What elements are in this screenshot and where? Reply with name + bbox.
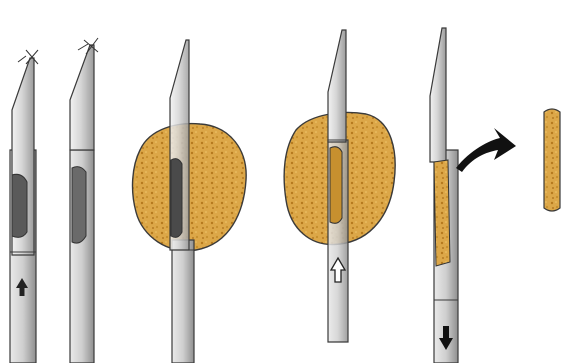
step-3-specimen-notch — [171, 159, 182, 238]
step-3-needle — [133, 40, 247, 363]
step-2-specimen-notch — [72, 167, 86, 243]
step-4-needle — [284, 30, 395, 342]
step-1-tip-sparkle-icon — [18, 50, 38, 64]
step-5-stylet — [430, 28, 446, 162]
step-4-specimen-in-notch — [330, 147, 342, 224]
extraction-arrow-icon — [456, 128, 516, 172]
extracted-tissue-core — [544, 109, 560, 211]
step-6-specimen — [544, 109, 560, 211]
step-3-outer-cannula — [172, 240, 194, 363]
step-2-needle — [70, 38, 98, 363]
step-5-tissue-core — [434, 160, 450, 266]
step-4-stylet — [328, 30, 346, 142]
step-5-needle — [430, 28, 458, 363]
step-1-specimen-notch — [12, 174, 27, 237]
step-1-needle — [10, 50, 38, 363]
step-2-stylet — [70, 45, 94, 150]
step-2-tip-sparkle-icon — [78, 38, 98, 54]
